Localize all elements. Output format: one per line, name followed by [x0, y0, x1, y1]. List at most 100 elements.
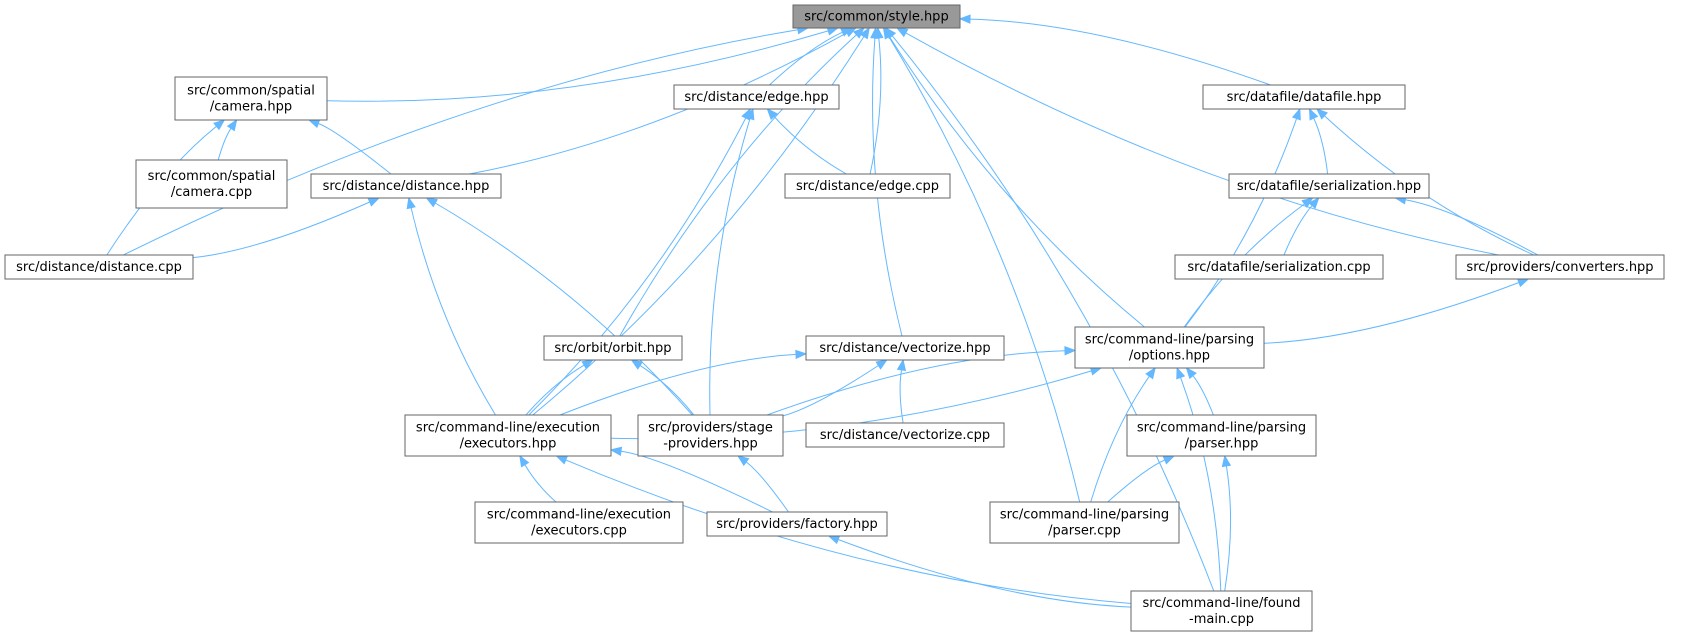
node-label-line: src/datafile/datafile.hpp [1227, 90, 1382, 105]
file-node-options-hpp[interactable]: src/command-line/parsing/options.hpp [1074, 326, 1265, 369]
dependency-edge-distance_hpp-to-camera_hpp [307, 119, 392, 175]
file-node-factory-hpp[interactable]: src/providers/factory.hpp [706, 511, 888, 537]
dependency-edge-converters_hpp-to-serialization_hpp [1394, 195, 1539, 256]
arrowhead [795, 349, 808, 360]
node-label-line: src/command-line/parsing [1085, 333, 1254, 348]
edge-line [123, 29, 798, 256]
arrowhead [1516, 278, 1530, 288]
arrowhead [367, 197, 381, 207]
node-label-line: src/datafile/serialization.hpp [1237, 179, 1421, 194]
edge-line [620, 450, 773, 513]
file-node-camera-cpp[interactable]: src/common/spatial/camera.cpp [135, 159, 288, 209]
file-node-serialization-hpp[interactable]: src/datafile/serialization.hpp [1228, 173, 1430, 199]
edge-line [469, 32, 848, 175]
node-label-line: src/distance/vectorize.hpp [819, 341, 990, 356]
file-node-serialization-cpp[interactable]: src/datafile/serialization.cpp [1174, 254, 1384, 280]
file-node-distance-hpp[interactable]: src/distance/distance.hpp [310, 173, 502, 199]
dependency-edge-executors_hpp-to-edge_hpp [528, 107, 751, 416]
file-node-distance-cpp[interactable]: src/distance/distance.cpp [4, 254, 194, 280]
dependency-edge-datafile_hpp-to-style [958, 14, 1271, 86]
node-label-line: src/providers/factory.hpp [716, 517, 877, 532]
arrowhead [737, 455, 750, 467]
file-node-edge-hpp[interactable]: src/distance/edge.hpp [673, 84, 840, 110]
node-label-line: src/datafile/serialization.cpp [1187, 260, 1370, 275]
dependency-edge-converters_hpp-to-style [895, 27, 1499, 256]
arrowhead [827, 535, 841, 545]
file-node-found-main[interactable]: src/command-line/found-main.cpp [1130, 590, 1313, 632]
file-node-vectorize-hpp[interactable]: src/distance/vectorize.hpp [805, 335, 1005, 361]
edge-line [639, 364, 695, 416]
node-label-line: src/common/spatial [187, 84, 315, 99]
edge-line [899, 369, 904, 424]
node-box [1174, 254, 1384, 280]
file-node-style[interactable]: src/common/style.hpp [792, 4, 961, 29]
node-box [1130, 590, 1313, 632]
node-box [1202, 84, 1406, 110]
node-box [805, 422, 1005, 448]
arrowhead [1291, 107, 1301, 121]
arrowhead [859, 26, 870, 40]
dependency-edge-edge_cpp-to-edge_hpp [766, 108, 847, 175]
dependency-edge-stage_providers_hpp-to-edge_hpp [709, 107, 755, 416]
dependency-edge-found_main-to-factory_hpp [827, 535, 1132, 608]
node-label-line: /parser.cpp [1048, 524, 1121, 539]
arrowhead [875, 359, 888, 370]
file-node-datafile-hpp[interactable]: src/datafile/datafile.hpp [1202, 84, 1406, 110]
file-node-parser-cpp[interactable]: src/command-line/parsing/parser.cpp [989, 501, 1180, 544]
dependency-edge-found_main-to-parser_hpp [1221, 454, 1232, 592]
edge-line [969, 18, 1271, 86]
edge-line [619, 34, 857, 337]
node-box [474, 501, 684, 544]
dependency-edge-found_main-to-executors_hpp [555, 455, 1132, 604]
node-label-line: src/distance/distance.hpp [323, 179, 490, 194]
arrowhead [1162, 455, 1176, 465]
arrowhead [1185, 366, 1197, 380]
node-box [1074, 326, 1265, 369]
node-label-line: src/command-line/found [1142, 596, 1300, 611]
file-node-converters-hpp[interactable]: src/providers/converters.hpp [1455, 254, 1665, 280]
edge-line [1405, 199, 1539, 256]
dependency-edge-factory_hpp-to-stage_providers_hpp [737, 455, 789, 513]
file-node-camera-hpp[interactable]: src/common/spatial/camera.hpp [174, 76, 328, 121]
node-box [135, 159, 288, 209]
edge-line [528, 117, 747, 416]
file-node-edge-cpp[interactable]: src/distance/edge.cpp [784, 173, 951, 199]
file-node-stage-providers-hpp[interactable]: src/providers/stage-providers.hpp [637, 414, 784, 457]
edge-line [709, 118, 751, 416]
dependency-edge-serialization_hpp-to-datafile_hpp [1308, 107, 1329, 175]
node-label-line: /camera.hpp [210, 100, 292, 115]
dependency-edge-stage_providers_hpp-to-vectorize_hpp [782, 359, 888, 417]
file-node-vectorize-cpp[interactable]: src/distance/vectorize.cpp [805, 422, 1005, 448]
dependency-edge-executors_hpp-to-orbit_hpp [525, 359, 594, 416]
file-node-executors-hpp[interactable]: src/command-line/execution/executors.hpp [404, 414, 612, 457]
node-box [706, 511, 888, 537]
node-label-line: src/command-line/execution [416, 421, 600, 436]
file-node-orbit-hpp[interactable]: src/orbit/orbit.hpp [543, 335, 683, 361]
dependency-edge-found_main-to-options_hpp [1176, 366, 1222, 592]
dependency-edge-camera_cpp-to-camera_hpp [217, 118, 238, 161]
file-node-parser-hpp[interactable]: src/command-line/parsing/parser.hpp [1126, 414, 1317, 457]
dependency-edge-stage_providers_hpp-to-orbit_hpp [630, 359, 695, 416]
edge-line [1313, 117, 1329, 175]
node-box [310, 173, 502, 199]
arrowhead [630, 359, 644, 370]
node-label-line: /camera.cpp [171, 185, 252, 200]
arrowhead [958, 14, 971, 24]
arrowhead [307, 119, 321, 129]
file-node-executors-cpp[interactable]: src/command-line/execution/executors.cpp [474, 501, 684, 544]
edge-line [318, 123, 392, 175]
edge-line [559, 353, 797, 416]
edge-line [888, 36, 1145, 328]
edge-line [1107, 459, 1165, 503]
edge-line [1180, 377, 1222, 592]
arrowhead [895, 27, 909, 38]
edge-line [745, 461, 789, 513]
node-label-line: src/distance/edge.cpp [796, 179, 939, 194]
edge-line [326, 30, 829, 102]
arrowhead [406, 196, 416, 210]
edge-line [888, 36, 1081, 503]
edge-line [869, 37, 882, 175]
dependency-edge-serialization_cpp-to-serialization_hpp [1283, 196, 1320, 256]
dependency-edge-executors_hpp-to-distance_hpp [406, 196, 496, 416]
arrowhead [870, 26, 880, 39]
